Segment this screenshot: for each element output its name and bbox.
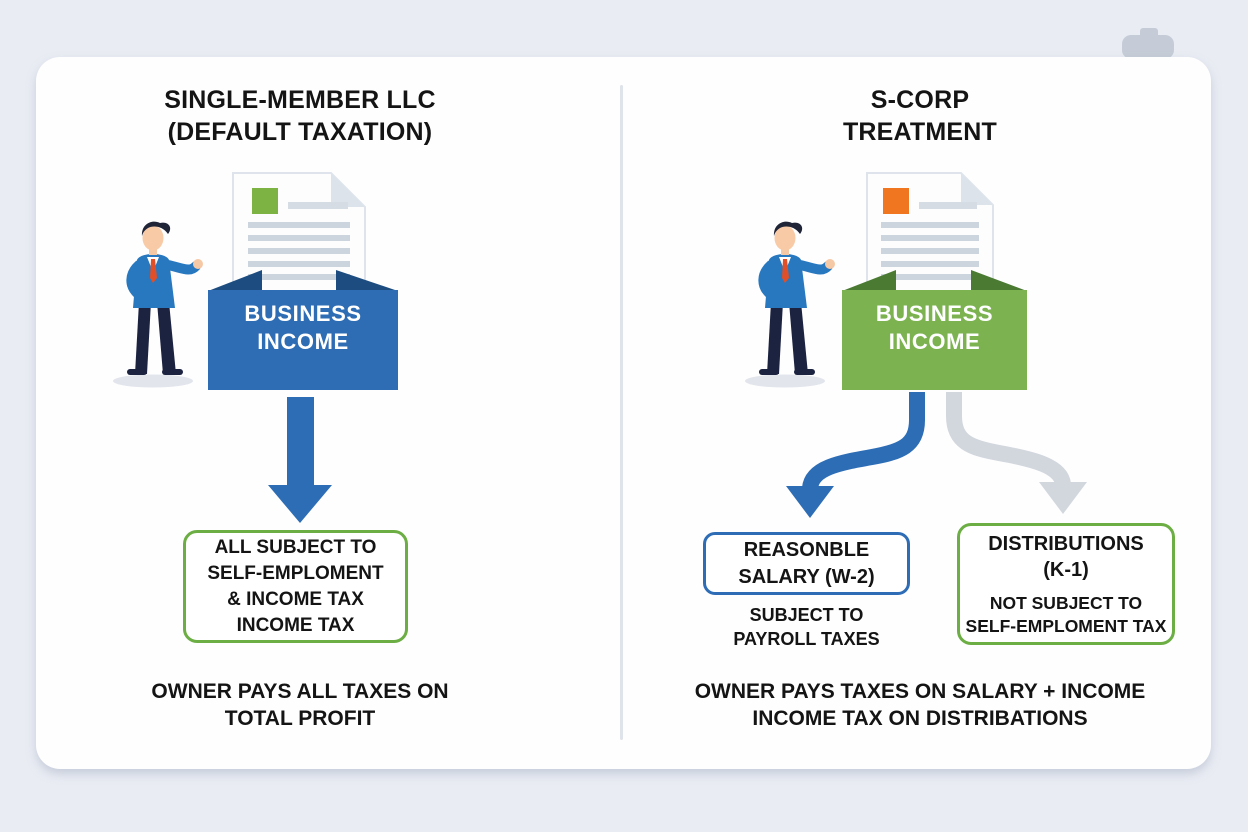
right-business-income-label: BUSINESS INCOME [875, 301, 994, 354]
panel-divider [620, 85, 623, 740]
distributions-box: DISTRIBUTIONS (K-1) NOT SUBJECT TO SELF-… [957, 523, 1175, 645]
infographic-card [36, 57, 1211, 769]
left-title-line2: (DEFAULT TAXATION) [167, 118, 433, 146]
person-icon [113, 221, 203, 388]
left-title-line1: SINGLE-MEMBER LLC [164, 86, 436, 114]
left-panel-title: SINGLE-MEMBER LLC (DEFAULT TAXATION) [120, 84, 480, 148]
curved-arrow-gray-icon [946, 392, 1087, 514]
right-footer-text: OWNER PAYS TAXES ON SALARY + INCOME INCO… [694, 680, 1146, 730]
salary-subnote: SUBJECT TO PAYROLL TAXES [733, 605, 880, 649]
curved-arrow-blue-icon [786, 392, 1087, 518]
document-icon [208, 172, 398, 390]
distributions-subnote: NOT SUBJECT TO SELF-EMPLOMENT TAX [965, 592, 1167, 636]
left-footer-text: OWNER PAYS ALL TAXES ON TOTAL PROFIT [151, 680, 449, 730]
document-icon [842, 172, 1027, 390]
arrow-down-icon [268, 397, 332, 523]
left-result-box: ALL SUBJECT TO SELF-EMPLOMENT & INCOME T… [183, 530, 408, 643]
right-title-line2: TREATMENT [842, 118, 998, 146]
right-title-line1: S-CORP [870, 86, 970, 114]
person-icon [745, 221, 835, 388]
left-business-income-label: BUSINESS INCOME [244, 301, 362, 354]
salary-box: REASONBLE SALARY (W-2) [703, 532, 910, 595]
clipboard-clip-icon [1122, 28, 1174, 59]
distributions-title: DISTRIBUTIONS (K-1) [988, 532, 1144, 581]
right-panel-title: S-CORP TREATMENT [740, 84, 1100, 148]
